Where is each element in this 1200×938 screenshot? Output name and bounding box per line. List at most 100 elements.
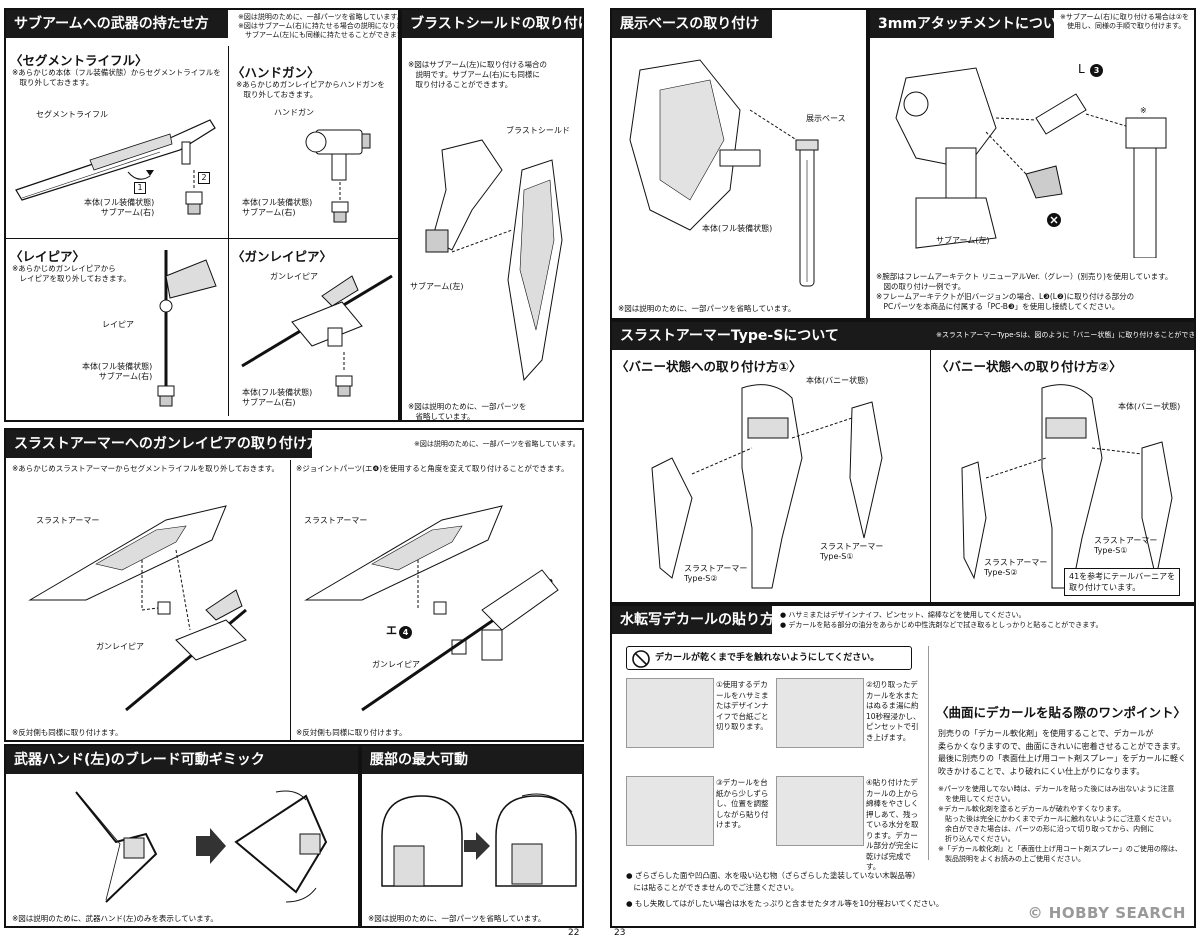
attachment-notes: ※腕部はフレームアーキテクト リニューアルVer.（グレー）(別売り)を使用して… bbox=[876, 272, 1173, 311]
subtitle-handgun: 〈ハンドガン〉 bbox=[232, 65, 320, 80]
label-segment-rifle: セグメントライフル bbox=[36, 110, 108, 119]
label-body-full: 本体(フル装備状態) bbox=[702, 224, 773, 233]
label-thrust-armor: スラストアーマー bbox=[36, 516, 100, 525]
subtitle-segment-rifle: 〈セグメントライフル〉 bbox=[10, 53, 148, 68]
blade-gimmick-illustration bbox=[75, 790, 328, 903]
decal-step-2-image bbox=[776, 678, 864, 748]
label-body-rapier: 本体(フル装備状態) サブアーム(右) bbox=[82, 362, 153, 381]
note-segment-rifle: ※あらかじめ本体（フル装備状態）からセグメントライフルを 取り外しておきます。 bbox=[12, 68, 221, 87]
label-gun-rapier: ガンレイピア bbox=[270, 272, 318, 281]
label-type-s1-b: スラストアーマー Type-S① bbox=[1094, 536, 1158, 555]
warning-text: デカールが乾くまで手を触れないようにしてください。 bbox=[655, 653, 880, 663]
panel-blade-gimmick: 武器ハンド(左)のブレード可動ギミック ※図は説明のために、武器ハンド(左)のみ… bbox=[4, 744, 360, 928]
page-number: 22 bbox=[568, 928, 580, 938]
panel-title: 腰部の最大可動 bbox=[362, 746, 582, 774]
bottom-note: ※図は説明のために、一部パーツを省略しています。 bbox=[368, 914, 546, 923]
bottom-note-left: ※反対側も同様に取り付けます。 bbox=[12, 728, 123, 737]
note-rapier: ※あらかじめガンレイピアから レイピアを取り外しておきます。 bbox=[12, 264, 131, 283]
decal-step-1-text: ①使用するデカールをハサミまたはデザインナイフで台紙ごと切り取ります。 bbox=[716, 680, 769, 731]
header-bar-extension bbox=[922, 322, 1194, 350]
note-blast-shield: ※図はサブアーム(左)に取り付ける場合の 説明です。サブアーム(右)にも同様に … bbox=[408, 60, 547, 89]
header-note: ※図は説明のために、一部パーツを省略しています。 ※図はサブアーム(右)に持たせ… bbox=[238, 13, 400, 39]
header-note: ※図は説明のために、一部パーツを省略しています。 bbox=[414, 440, 580, 448]
L-number-badge: 3 bbox=[1090, 64, 1103, 77]
decal-bullet-2: には貼ることができませんのでご注意ください。 bbox=[626, 883, 799, 892]
bottom-note-right: ※反対側も同様に取り付けます。 bbox=[296, 728, 407, 737]
divider bbox=[290, 460, 291, 740]
thrust-armor-right-illustration bbox=[304, 505, 559, 712]
no-touch-icon bbox=[632, 650, 650, 668]
panel-title: 3mmアタッチメントについて bbox=[870, 10, 1071, 38]
decal-step-3-text: ③デカールを台紙から少しずらし、位置を調整しながら貼り付けます。 bbox=[716, 778, 769, 829]
label-body-handgun: 本体(フル装備状態) サブアーム(右) bbox=[242, 198, 313, 217]
subtitle-rapier: 〈レイピア〉 bbox=[10, 249, 86, 264]
panel-blast-shield: ブラストシールドの取り付け方 ※図はサブアーム(左)に取り付ける場合の 説明です… bbox=[400, 8, 584, 422]
page-number: 23 bbox=[614, 928, 626, 938]
decal-step-4-image bbox=[776, 776, 864, 846]
panel-title: スラストアーマーType-Sについて bbox=[612, 322, 922, 350]
tip-title: 〈曲面にデカールを貼る際のワンポイント〉 bbox=[936, 705, 1187, 720]
tip-body: 別売りの「デカール軟化剤」を使用することで、デカールが 柔らかくなりますので、曲… bbox=[938, 729, 1186, 776]
panel-title: 武器ハンド(左)のブレード可動ギミック bbox=[6, 746, 358, 774]
label-display-base: 展示ベース bbox=[806, 114, 846, 123]
divider bbox=[228, 46, 229, 416]
note-left: ※あらかじめスラストアーマーからセグメントライフルを取り外しておきます。 bbox=[12, 464, 279, 473]
label-joint: エ bbox=[386, 624, 397, 637]
handgun-illustration bbox=[305, 129, 371, 223]
asterisk-mark: ※ bbox=[1140, 106, 1147, 115]
segment-rifle-illustration bbox=[15, 119, 216, 215]
label-sub-arm-left: サブアーム(左) bbox=[936, 236, 990, 245]
bunny-1-illustration bbox=[651, 384, 883, 589]
page-23: 展示ベースの取り付け 展示ベース 本体(フル装備状態) ※図は説明のために、一部… bbox=[610, 4, 1196, 938]
label-type-s1-a: スラストアーマー Type-S① bbox=[820, 542, 884, 561]
divider bbox=[928, 646, 929, 860]
decal-step-2-text: ②切り取ったデカールを水またはぬるま湯に約10秒程浸かし、ピンセットで引き上げま… bbox=[866, 680, 921, 742]
divider bbox=[930, 350, 931, 602]
panel-title: スラストアーマーへのガンレイピアの取り付け方 bbox=[6, 430, 321, 458]
decal-bullet-3: ● もし失敗してはがしたい場合は水をたっぷりと含ませたタオル等を10分程おいてく… bbox=[626, 899, 944, 908]
panel-decal: 水転写デカールの貼り方 ● ハサミまたはデザインナイフ、ピンセット、綿棒などを使… bbox=[610, 604, 1196, 928]
panel-display-base: 展示ベースの取り付け 展示ベース 本体(フル装備状態) ※図は説明のために、一部… bbox=[610, 8, 868, 320]
subtitle-bunny-2: 〈バニー状態への取り付け方②〉 bbox=[936, 359, 1122, 374]
tip-notes: ※パーツを使用してない時は、デカールを貼った後にはみ出ないように注意 を使用して… bbox=[938, 785, 1182, 863]
label-gun-rapier-left: ガンレイピア bbox=[96, 642, 144, 651]
label-gun-rapier-right: ガンレイピア bbox=[372, 660, 420, 669]
divider bbox=[6, 238, 398, 239]
panel-thrust-armor-gun-rapier: スラストアーマーへのガンレイピアの取り付け方 ※図は説明のために、一部パーツを省… bbox=[4, 428, 584, 742]
panel-3mm-attachment: 3mmアタッチメントについて ※サブアーム(右)に取り付ける場合は②を 使用し、… bbox=[868, 8, 1196, 320]
subtitle-bunny-1: 〈バニー状態への取り付け方①〉 bbox=[616, 359, 802, 374]
display-base-illustration bbox=[629, 59, 819, 287]
panel-title: 展示ベースの取り付け bbox=[612, 10, 772, 38]
panel-thrust-type-s: スラストアーマーType-Sについて ※スラストアーマーType-Sは、図のよう… bbox=[610, 320, 1196, 604]
bottom-note: ※図は説明のために、一部パーツを 省略しています。 bbox=[408, 402, 527, 421]
panel-waist: 腰部の最大可動 ※図は説明のために、一部パーツを省略しています。 bbox=[360, 744, 584, 928]
label-bunny-body-1: 本体(バニー状態) bbox=[806, 376, 869, 385]
label-body-gun-rapier: 本体(フル装備状態) サブアーム(右) bbox=[242, 388, 313, 407]
panel-title: ブラストシールドの取り付け方 bbox=[402, 10, 582, 38]
label-handgun: ハンドガン bbox=[274, 108, 314, 117]
note-right: ※ジョイントパーツ(エ❹)を使用すると角度を変えて取り付けることができます。 bbox=[296, 464, 569, 473]
step-2-box: 2 bbox=[198, 172, 210, 184]
header-note-overlay: ※スラストアーマーType-Sは、図のように「バニー状態」に取り付けることができ… bbox=[936, 331, 1196, 339]
hobby-search-watermark: © HOBBY SEARCH bbox=[1027, 904, 1186, 922]
header-note: ● ハサミまたはデザインナイフ、ピンセット、綿棒などを使用してください。 ● デ… bbox=[780, 611, 1103, 629]
tail-vernier-reference-note: 41を参考にテールバーニアを 取り付けています。 bbox=[1064, 568, 1181, 596]
page-22: サブアームへの武器の持たせ方 ※図は説明のために、一部パーツを省略しています。 … bbox=[4, 4, 584, 938]
label-type-s2-a: スラストアーマー Type-S② bbox=[684, 564, 748, 583]
rapier-illustration bbox=[157, 250, 217, 407]
subtitle-gun-rapier: 〈ガンレイピア〉 bbox=[232, 249, 333, 264]
decal-step-4-text: ④貼り付けたデカールの上から綿棒をやさしく押しあて、残っている水分を取ります。デ… bbox=[866, 778, 919, 871]
decal-bullet-1: ● ざらざらした面や凹凸面、水を吸い込む物（ざらざらした塗装していない木製品等） bbox=[626, 871, 920, 880]
panel-title: 水転写デカールの貼り方 bbox=[612, 606, 774, 634]
panel-sub-arm-weapons: サブアームへの武器の持たせ方 ※図は説明のために、一部パーツを省略しています。 … bbox=[4, 8, 400, 422]
label-rapier: レイピア bbox=[102, 320, 134, 329]
thrust-armor-left-illustration bbox=[28, 505, 247, 712]
panel-title: サブアームへの武器の持たせ方 bbox=[6, 10, 228, 38]
decal-step-3-image bbox=[626, 776, 714, 846]
label-bunny-body-2: 本体(バニー状態) bbox=[1118, 402, 1181, 411]
joint-number-badge: 4 bbox=[399, 626, 412, 639]
gun-rapier-illustration bbox=[241, 274, 393, 397]
bottom-note: ※図は説明のために、一部パーツを省略しています。 bbox=[618, 304, 796, 313]
warning-box: デカールが乾くまで手を触れないようにしてください。 bbox=[626, 646, 912, 670]
decal-step-1-image bbox=[626, 678, 714, 748]
